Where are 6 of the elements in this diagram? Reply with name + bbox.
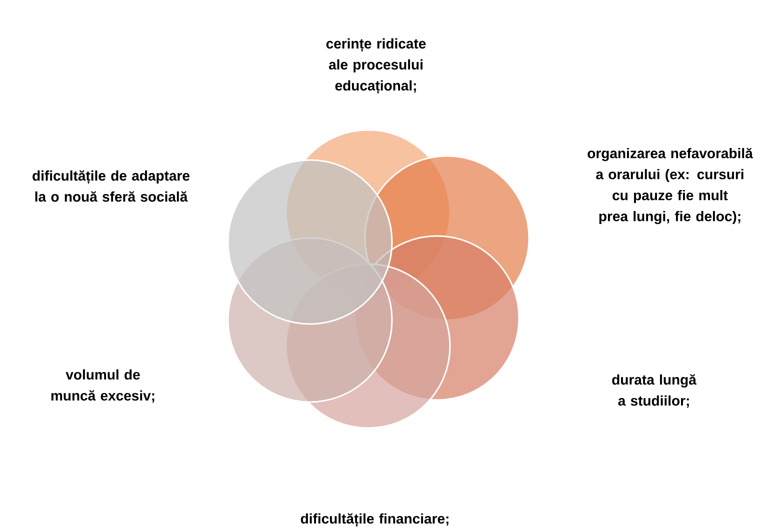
label: dificultățile financiare; xyxy=(300,513,448,527)
label: volumul de muncă excesiv; xyxy=(51,369,154,403)
label: durata lungă a studiilor; xyxy=(612,374,696,408)
label: dificultățile de adaptare la o nouă sferă socială xyxy=(32,170,190,202)
label: organizarea nefavorabilă a orarului (ex: cursuri cu pauze fie mult prea lungi, fie deloc); xyxy=(588,148,753,224)
label: cerințe ridicate ale procesului educațional; xyxy=(326,38,426,94)
